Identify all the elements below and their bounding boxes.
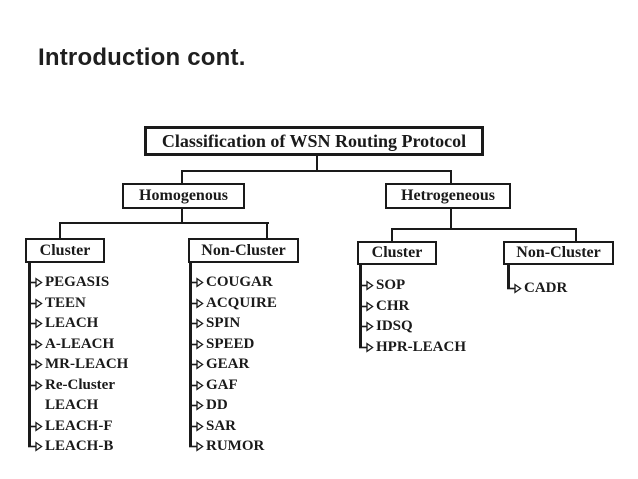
node-homogenous-cluster: Cluster [25, 238, 105, 263]
protocol-name: ACQUIRE [206, 294, 277, 311]
protocol-list-item: HPR-LEACH [359, 337, 499, 358]
protocol-name: SPEED [206, 335, 255, 352]
connector-line [391, 228, 393, 241]
protocol-name: CHR [376, 297, 410, 314]
connector-line [450, 209, 452, 230]
protocol-list-item: CHR [359, 296, 499, 317]
node-hetrogeneous-noncluster: Non-Cluster [503, 241, 614, 265]
protocol-name: SAR [206, 417, 237, 434]
protocol-name: RUMOR [206, 438, 265, 454]
protocol-name: TEEN [45, 294, 86, 311]
protocol-name: CADR [524, 280, 568, 296]
protocol-list-item: A-LEACH [28, 334, 163, 355]
node-homogenous: Homogenous [122, 183, 245, 209]
connector-line [575, 228, 577, 241]
protocol-name: SOP [376, 277, 406, 293]
protocol-list-item: SPIN [189, 313, 324, 334]
protocol-list-hetrogeneous-cluster: SOP CHR IDSQ HPR-LEACH [359, 265, 499, 357]
protocol-name: DD [206, 397, 228, 413]
protocol-name: SPIN [206, 315, 241, 331]
node-hetrogeneous: Hetrogeneous [385, 183, 511, 209]
connector-trunk [359, 265, 362, 347]
connector-line [59, 222, 61, 238]
connector-line [181, 209, 183, 224]
node-root: Classification of WSN Routing Protocol [144, 126, 484, 156]
protocol-name: LEACH-F [45, 417, 113, 434]
protocol-name: PEGASIS [45, 274, 110, 290]
protocol-list-item: LEACH [28, 313, 163, 334]
protocol-list-homogenous-noncluster: COUGAR ACQUIRE SPIN SPEED GEAR GAF DD SAR RUMOR [189, 263, 324, 457]
protocol-list-item: TEEN [28, 293, 163, 314]
node-hetrogeneous-cluster: Cluster [357, 241, 437, 265]
protocol-list-item: LEACH-B [28, 436, 163, 457]
protocol-list-item: RUMOR [189, 436, 324, 457]
open-right-arrow-icon [28, 441, 43, 452]
protocol-list-item: LEACH-F [28, 416, 163, 437]
connector-trunk [507, 265, 510, 288]
connector-line [316, 156, 318, 172]
protocol-list-item: GEAR [189, 354, 324, 375]
open-right-arrow-icon [507, 283, 522, 294]
protocol-name: A-LEACH [45, 335, 115, 352]
protocol-list-item: SOP [359, 275, 499, 296]
open-right-arrow-icon [189, 441, 204, 452]
protocol-list-item: ACQUIRE [189, 293, 324, 314]
protocol-list-item: GAF [189, 375, 324, 396]
connector-line [391, 228, 577, 230]
protocol-list-item: DD [189, 395, 324, 416]
protocol-name: LEACH-B [45, 438, 114, 454]
node-homogenous-noncluster: Non-Cluster [188, 238, 299, 263]
connector-trunk [189, 263, 192, 446]
protocol-name: LEACH [45, 315, 99, 331]
protocol-list-item: SAR [189, 416, 324, 437]
protocol-name: HPR-LEACH [376, 338, 466, 355]
connector-line [450, 170, 452, 183]
protocol-name: COUGAR [206, 274, 273, 290]
protocol-list-homogenous-cluster: PEGASIS TEEN LEACH A-LEACH MR-LEACH Re-Cluste… [28, 263, 163, 457]
protocol-list-item: Re-Cluster LEACH [28, 375, 163, 416]
protocol-list-item: MR-LEACH [28, 354, 163, 375]
protocol-name: IDSQ [376, 318, 413, 334]
protocol-name: GEAR [206, 356, 250, 372]
connector-trunk [28, 263, 31, 446]
connector-line [181, 170, 452, 172]
protocol-name: MR-LEACH [45, 356, 129, 372]
protocol-name: GAF [206, 376, 238, 393]
protocol-list-item: CADR [507, 278, 627, 299]
connector-line [59, 222, 269, 224]
protocol-list-hetrogeneous-noncluster: CADR [507, 265, 627, 299]
protocol-list-item: PEGASIS [28, 272, 163, 293]
connector-line [181, 170, 183, 183]
protocol-name: Re-Cluster LEACH [45, 376, 115, 414]
protocol-list-item: COUGAR [189, 272, 324, 293]
open-right-arrow-icon [359, 341, 374, 353]
slide-title: Introduction cont. [38, 44, 246, 71]
connector-line [266, 222, 268, 238]
protocol-list-item: IDSQ [359, 316, 499, 337]
protocol-list-item: SPEED [189, 334, 324, 355]
